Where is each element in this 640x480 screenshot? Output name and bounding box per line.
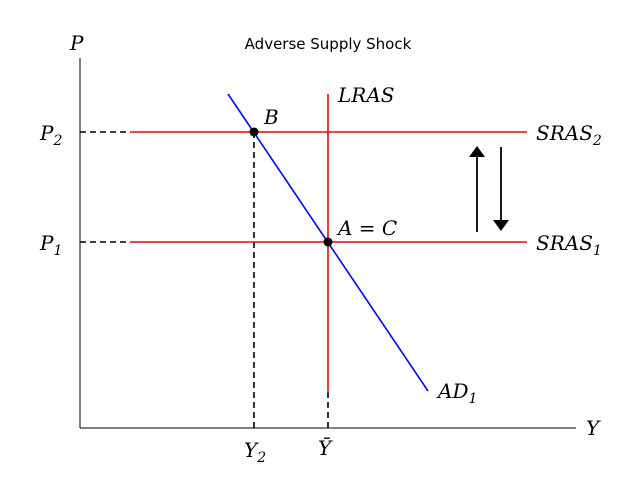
shift-down-arrow — [493, 147, 509, 231]
point-a-c-label: A = C — [336, 216, 397, 240]
y2-label: Y2 — [244, 438, 266, 466]
lras-label: LRAS — [337, 83, 394, 107]
sras1-label: SRAS1 — [536, 231, 602, 259]
sras2-label: SRAS2 — [536, 121, 602, 149]
ad1-label: AD1 — [436, 379, 477, 407]
point-a-c — [323, 237, 333, 247]
point-b — [249, 127, 259, 137]
point-b-label: B — [263, 105, 279, 129]
diagram-title: Adverse Supply Shock — [245, 35, 412, 53]
p2-label: P2 — [39, 121, 62, 149]
ybar-label: Ȳ — [318, 436, 333, 460]
y-axis-label: P — [69, 31, 84, 55]
x-axis-label: Y — [586, 416, 601, 440]
p1-label: P1 — [39, 231, 62, 259]
shift-up-arrow — [469, 146, 485, 232]
